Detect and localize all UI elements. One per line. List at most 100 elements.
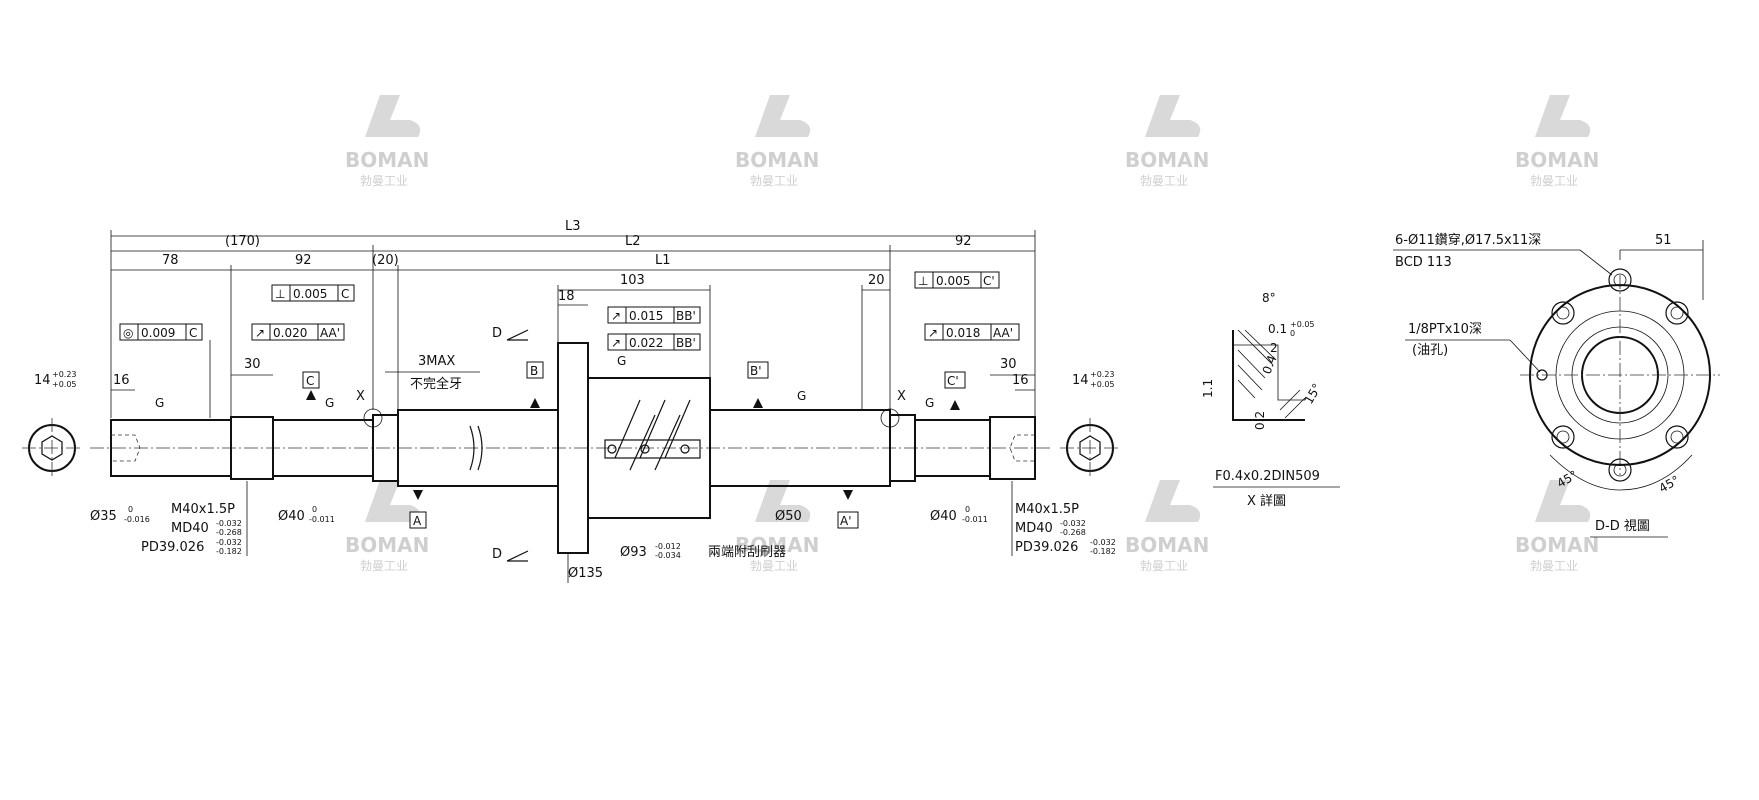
svg-text:↗: ↗: [255, 326, 265, 340]
bolt-holes: [1551, 268, 1689, 482]
detail-x: 8° 0.1 +0.05 0 2 0.4 1.1 0.2 15° F0.4x0.…: [1201, 291, 1340, 509]
tolerance-frame-6: ⊥ 0.005 C': [914, 271, 1000, 289]
svg-text:↗: ↗: [611, 309, 621, 323]
oil-hole: [1536, 369, 1548, 381]
detail-x-left: X: [356, 389, 365, 404]
dim-103: 103: [620, 273, 645, 288]
dim-d40-left: Ø40: [278, 509, 305, 524]
section-d-top: D: [492, 326, 502, 341]
svg-text:AA': AA': [320, 326, 340, 340]
svg-text:0: 0: [312, 505, 317, 514]
dim-d35: Ø35: [90, 509, 117, 524]
svg-text:-0.182: -0.182: [216, 547, 242, 556]
tolerance-frame-4: ↗ 0.015 BB': [607, 306, 701, 324]
svg-text:勃曼工业: 勃曼工业: [750, 174, 798, 188]
dim-18: 18: [558, 289, 575, 304]
dim-14-left-tol-lo: +0.05: [52, 380, 77, 389]
svg-text:0.020: 0.020: [273, 326, 307, 340]
svg-text:8°: 8°: [1262, 291, 1276, 305]
bolt-holes-note: 6-Ø11鑽穿,Ø17.5x11深: [1395, 232, 1541, 248]
dim-16-left: 16: [113, 373, 130, 388]
svg-text:-0.032: -0.032: [1090, 538, 1116, 547]
svg-text:0.4: 0.4: [1260, 353, 1280, 376]
dim-30-right: 30: [1000, 357, 1017, 372]
grind-g-5: G: [925, 396, 934, 410]
incomplete-thread-note: 不完全牙: [410, 376, 462, 392]
svg-text:勃曼工业: 勃曼工业: [750, 559, 798, 573]
watermark-1: BOMAN 勃曼工业: [345, 95, 429, 188]
svg-text:0.005: 0.005: [936, 274, 970, 288]
dim-d93: Ø93: [620, 545, 647, 560]
datum-c: C: [306, 374, 314, 388]
svg-text:-0.016: -0.016: [124, 515, 150, 524]
shaft-body: [90, 342, 1050, 554]
svg-text:0.018: 0.018: [946, 326, 980, 340]
svg-text:⊥: ⊥: [275, 287, 285, 301]
svg-text:0: 0: [1290, 329, 1295, 338]
dim-d40-right: Ø40: [930, 509, 957, 524]
dim-16-right: 16: [1012, 373, 1029, 388]
oil-hole-note: 1/8PTx10深: [1408, 322, 1482, 337]
oil-hole-note-2: (油孔): [1412, 343, 1448, 358]
datum-b: B: [530, 364, 538, 378]
svg-text:-0.032: -0.032: [216, 519, 242, 528]
svg-text:BOMAN: BOMAN: [735, 148, 819, 172]
svg-text:-0.032: -0.032: [216, 538, 242, 547]
detail-x-right: X: [897, 389, 906, 404]
dim-m40-left: M40x1.5P: [171, 502, 235, 517]
svg-text:BOMAN: BOMAN: [1125, 148, 1209, 172]
wiper-note: 兩端附刮刷器: [708, 545, 786, 560]
watermark-8: BOMAN 勃曼工业: [1515, 480, 1599, 573]
dim-51: 51: [1655, 233, 1672, 248]
dim-d50: Ø50: [775, 509, 802, 524]
dim-20-right: 20: [868, 273, 885, 288]
detail-x-spec: F0.4x0.2DIN509: [1215, 469, 1320, 484]
svg-text:↗: ↗: [611, 336, 621, 350]
svg-text:BB': BB': [676, 309, 696, 323]
tolerance-frame-5: ↗ 0.022 BB': [607, 333, 701, 351]
right-end-view: [1060, 418, 1120, 478]
datum-b-prime: B': [750, 364, 762, 378]
svg-text:勃曼工业: 勃曼工业: [360, 559, 408, 573]
svg-text:0.009: 0.009: [141, 326, 175, 340]
tolerance-frame-1: ◎ 0.009 C: [119, 323, 211, 418]
watermark-7: BOMAN 勃曼工业: [1125, 480, 1209, 573]
dim-l1: L1: [655, 253, 671, 268]
grind-g-3: G: [617, 354, 626, 368]
detail-x-title: X 詳圖: [1247, 493, 1286, 509]
svg-text:0.022: 0.022: [629, 336, 663, 350]
dim-md40-left: MD40: [171, 521, 209, 536]
tolerance-frame-3: ↗ 0.020 AA': [251, 323, 345, 341]
svg-text:BOMAN: BOMAN: [1515, 533, 1599, 557]
svg-text:0.1: 0.1: [1268, 322, 1287, 336]
svg-text:C: C: [189, 326, 197, 340]
dim-14-right-tol-lo: +0.05: [1090, 380, 1115, 389]
dim-m40-right: M40x1.5P: [1015, 502, 1079, 517]
svg-text:↗: ↗: [928, 326, 938, 340]
dim-14-left-tol-up: +0.23: [52, 370, 77, 379]
svg-text:0.005: 0.005: [293, 287, 327, 301]
watermark-5: BOMAN 勃曼工业: [345, 480, 429, 573]
svg-text:◎: ◎: [123, 326, 133, 340]
svg-text:-0.268: -0.268: [216, 528, 242, 537]
svg-text:-0.182: -0.182: [1090, 547, 1116, 556]
svg-text:45°: 45°: [1657, 473, 1682, 496]
svg-text:勃曼工业: 勃曼工业: [1530, 559, 1578, 573]
svg-text:勃曼工业: 勃曼工业: [1530, 174, 1578, 188]
view-dd-title: D-D 視圖: [1595, 519, 1650, 534]
svg-text:BB': BB': [676, 336, 696, 350]
dim-md40-right: MD40: [1015, 521, 1053, 536]
dim-pd39-right: PD39.026: [1015, 540, 1078, 555]
svg-text:-0.268: -0.268: [1060, 528, 1086, 537]
left-end-view: [22, 418, 82, 478]
dim-l3: L3: [565, 219, 581, 234]
svg-text:0.2: 0.2: [1253, 411, 1267, 430]
dim-170: (170): [225, 234, 260, 249]
svg-text:-0.011: -0.011: [962, 515, 988, 524]
bcd-note: BCD 113: [1395, 255, 1452, 270]
dim-20-left: (20): [372, 253, 399, 268]
dim-78: 78: [162, 253, 179, 268]
svg-text:⊥: ⊥: [918, 274, 928, 288]
svg-text:0: 0: [965, 505, 970, 514]
